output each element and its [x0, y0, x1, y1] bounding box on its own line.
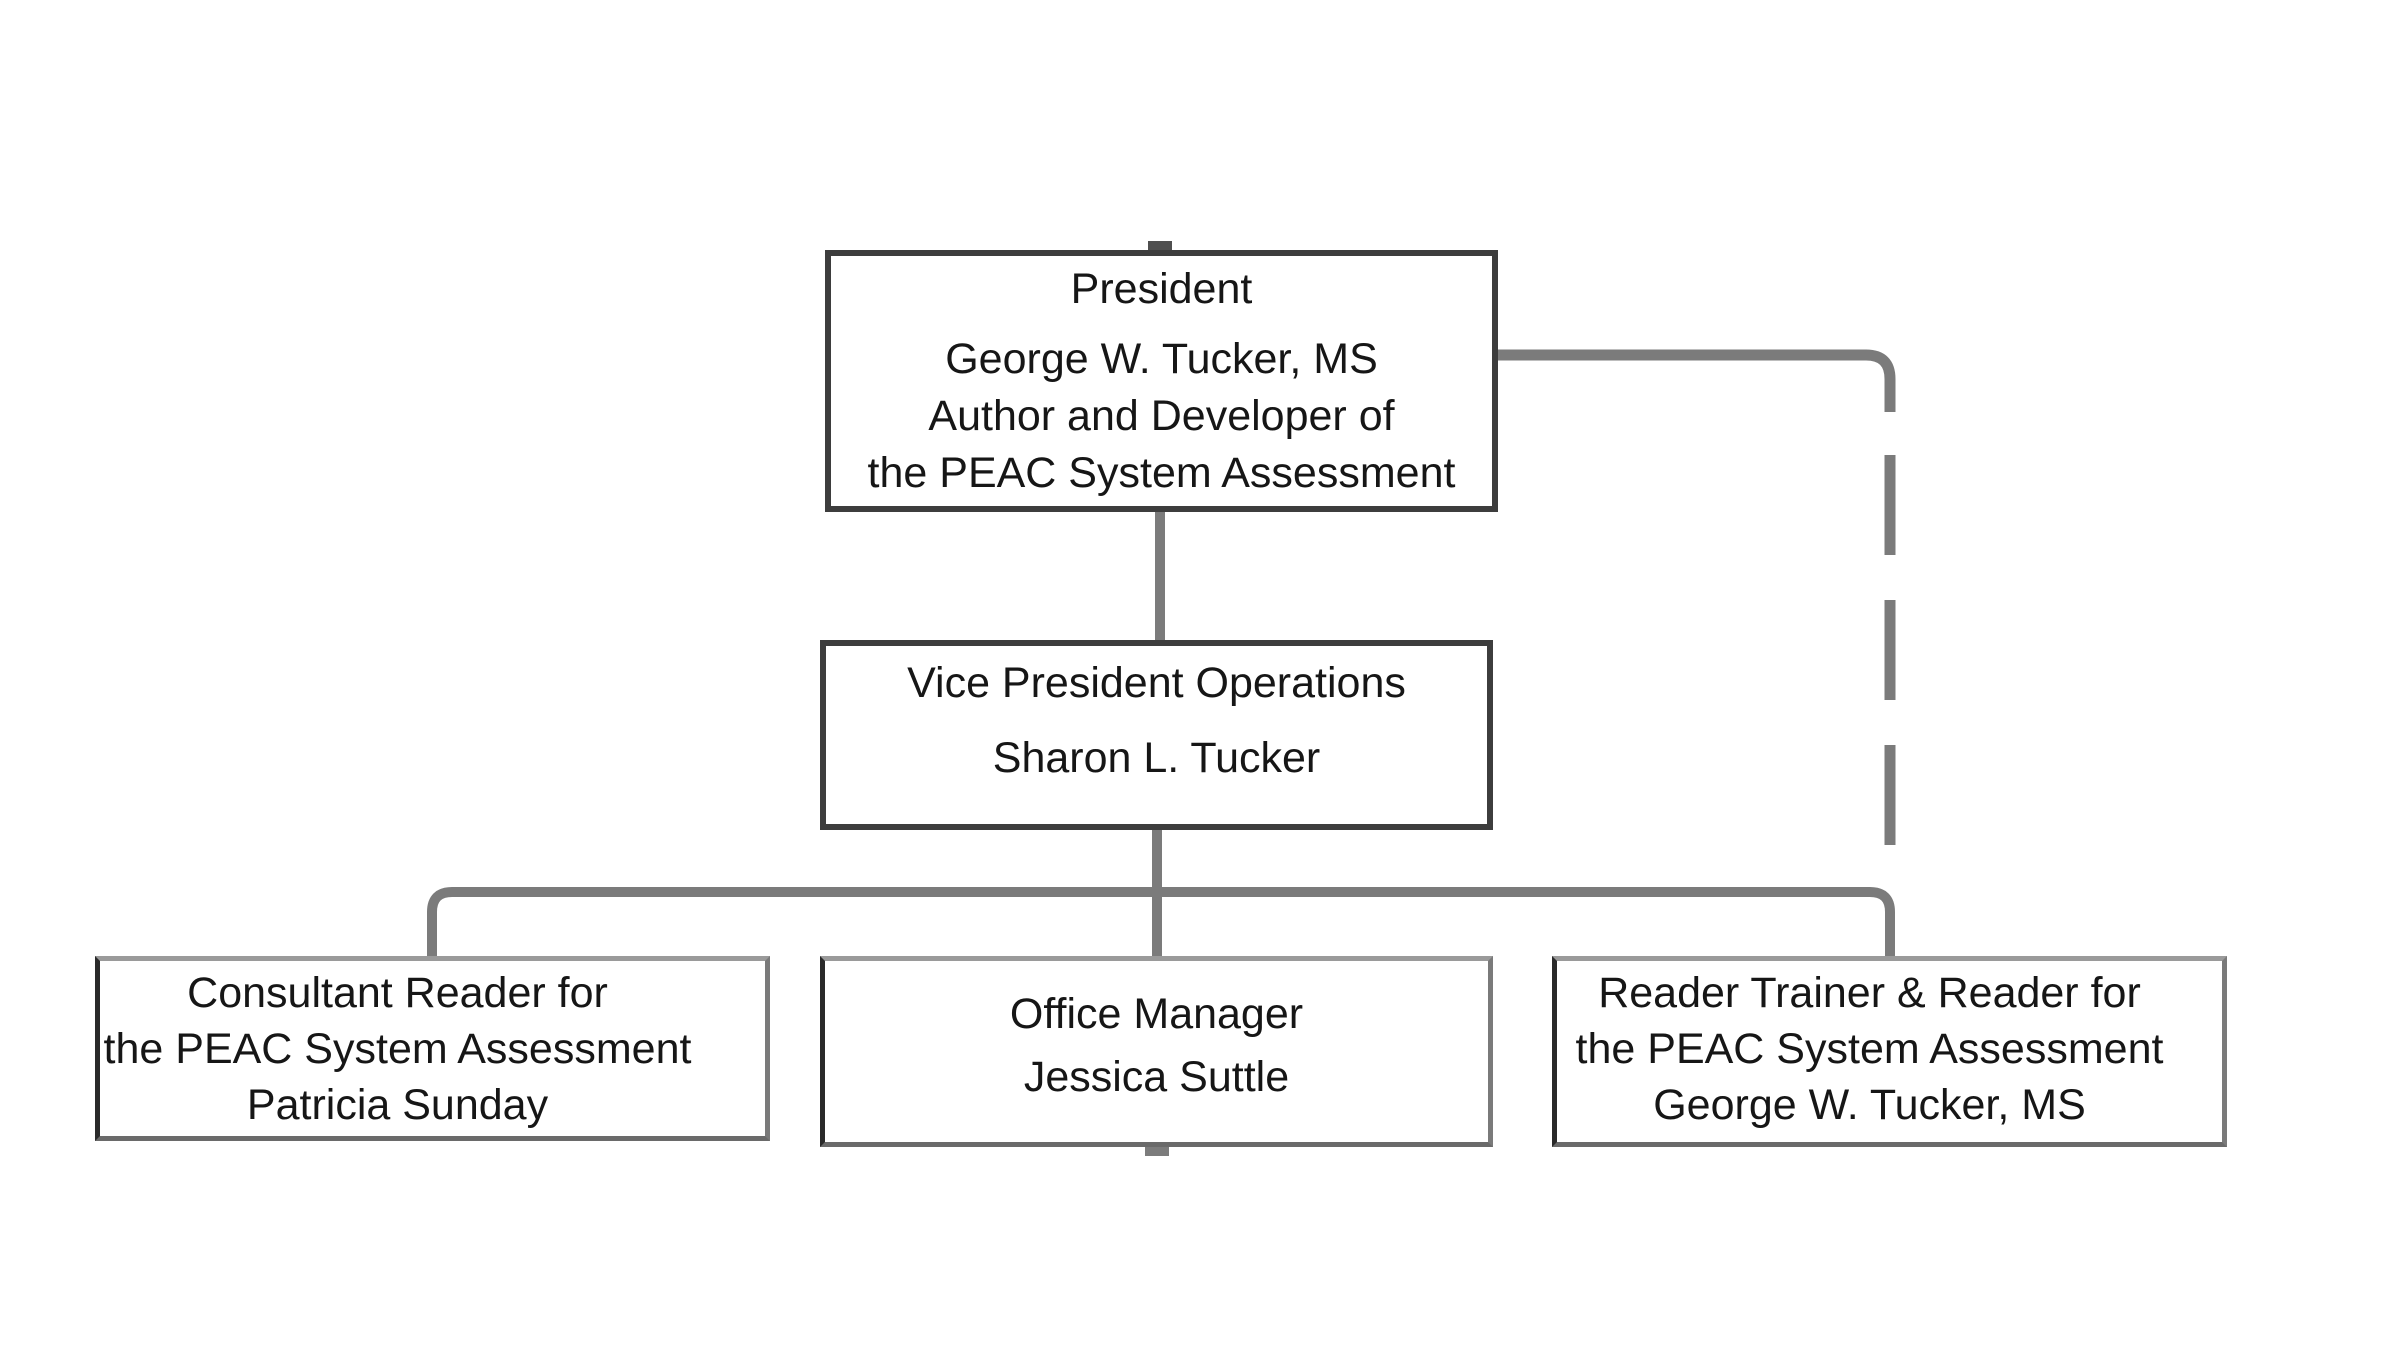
president-desc-2: the PEAC System Assessment	[867, 449, 1456, 497]
president-name: George W. Tucker, MS	[945, 335, 1378, 383]
vp-title: Vice President Operations	[907, 659, 1406, 707]
connector-bus	[427, 887, 1895, 960]
node-consultant-reader: Consultant Reader for the PEAC System As…	[95, 956, 770, 1141]
node-reader-trainer: Reader Trainer & Reader for the PEAC Sys…	[1552, 956, 2227, 1147]
node-president: President George W. Tucker, MS Author an…	[825, 250, 1498, 512]
consultant-title-1: Consultant Reader for	[187, 969, 608, 1017]
trainer-title-2: the PEAC System Assessment	[1575, 1025, 2164, 1073]
trainer-name: George W. Tucker, MS	[1653, 1081, 2086, 1129]
office-name: Jessica Suttle	[1023, 1053, 1290, 1101]
vp-name: Sharon L. Tucker	[992, 734, 1321, 782]
node-office-manager: Office Manager Jessica Suttle	[820, 956, 1493, 1147]
trainer-title-1: Reader Trainer & Reader for	[1598, 969, 2141, 1017]
connector-president-right-solid	[1494, 349, 1896, 412]
notch-office-bottom	[1145, 1146, 1169, 1156]
node-vice-president: Vice President Operations Sharon L. Tuck…	[820, 640, 1493, 830]
consultant-title-2: the PEAC System Assessment	[103, 1025, 692, 1073]
president-title: President	[1070, 265, 1253, 313]
notch-president-top	[1148, 241, 1172, 251]
president-desc-1: Author and Developer of	[928, 392, 1395, 440]
office-title: Office Manager	[1009, 990, 1304, 1038]
consultant-name: Patricia Sunday	[246, 1081, 549, 1129]
